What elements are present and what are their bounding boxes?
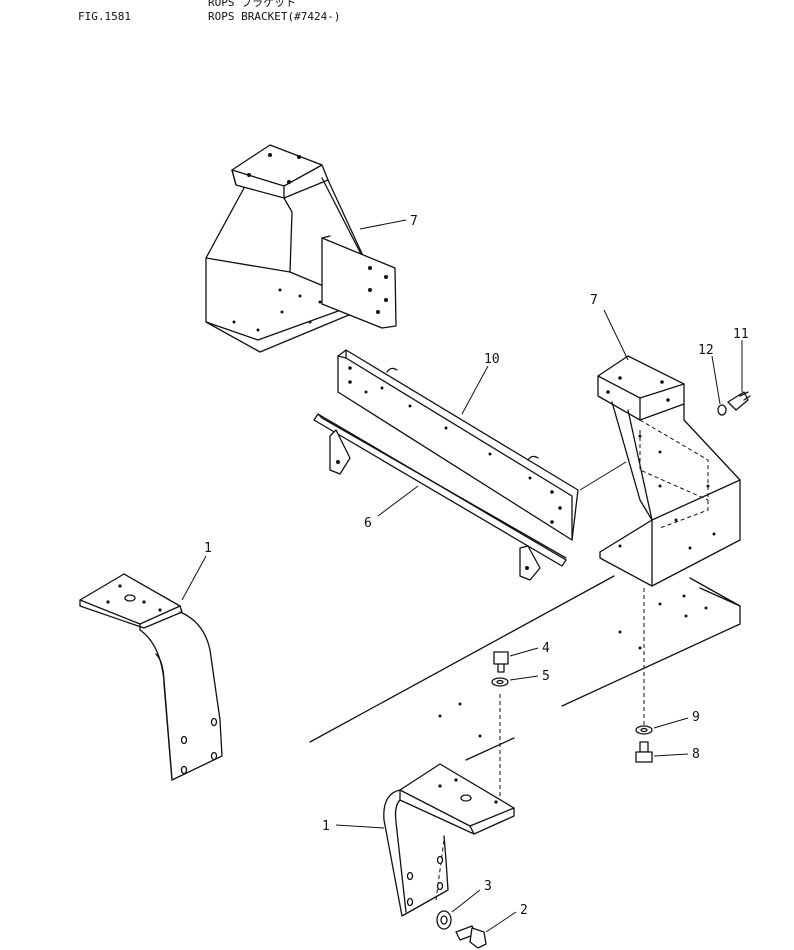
part-5-washer: [491, 675, 539, 687]
callout-5: 5: [542, 669, 550, 684]
part-9-washer: [635, 717, 689, 735]
callout-6: 6: [364, 516, 372, 531]
callout-2: 2: [520, 903, 528, 918]
callout-1-lower: 1: [322, 819, 330, 834]
part-8-bolt: [635, 741, 689, 763]
part-7-left-bracket: [205, 144, 407, 353]
callout-7-left: 7: [410, 214, 418, 229]
callout-1-left: 1: [204, 541, 212, 556]
callout-labels: 7 7 10 12 11 6 1 4 5 9 8 1 3 2: [204, 214, 749, 918]
fig-number: FIG.1581: [78, 10, 131, 23]
part-12-washer: [711, 355, 727, 416]
part-7-right-bracket: [597, 309, 741, 587]
part-6-angle: [313, 413, 567, 581]
callout-10: 10: [484, 352, 500, 367]
callout-7-right: 7: [590, 293, 598, 308]
callout-8: 8: [692, 747, 700, 762]
callout-4: 4: [542, 641, 550, 656]
part-11-bolt: [727, 340, 751, 411]
part-2-bolt: [455, 911, 517, 949]
part-1-lower-mount: [335, 763, 515, 917]
callout-12: 12: [698, 343, 714, 358]
callout-9: 9: [692, 710, 700, 725]
callout-11: 11: [733, 327, 749, 342]
part-10-plate: [337, 349, 627, 541]
frame-plate: [309, 575, 741, 901]
title-en: ROPS BRACKET(#7424-): [208, 10, 341, 23]
title-jp: ROPS ブラケット: [208, 0, 297, 9]
part-1-left-mount: [79, 555, 223, 781]
part-4-bolt: [493, 647, 539, 673]
callout-3: 3: [484, 879, 492, 894]
part-3-washer: [436, 889, 481, 930]
